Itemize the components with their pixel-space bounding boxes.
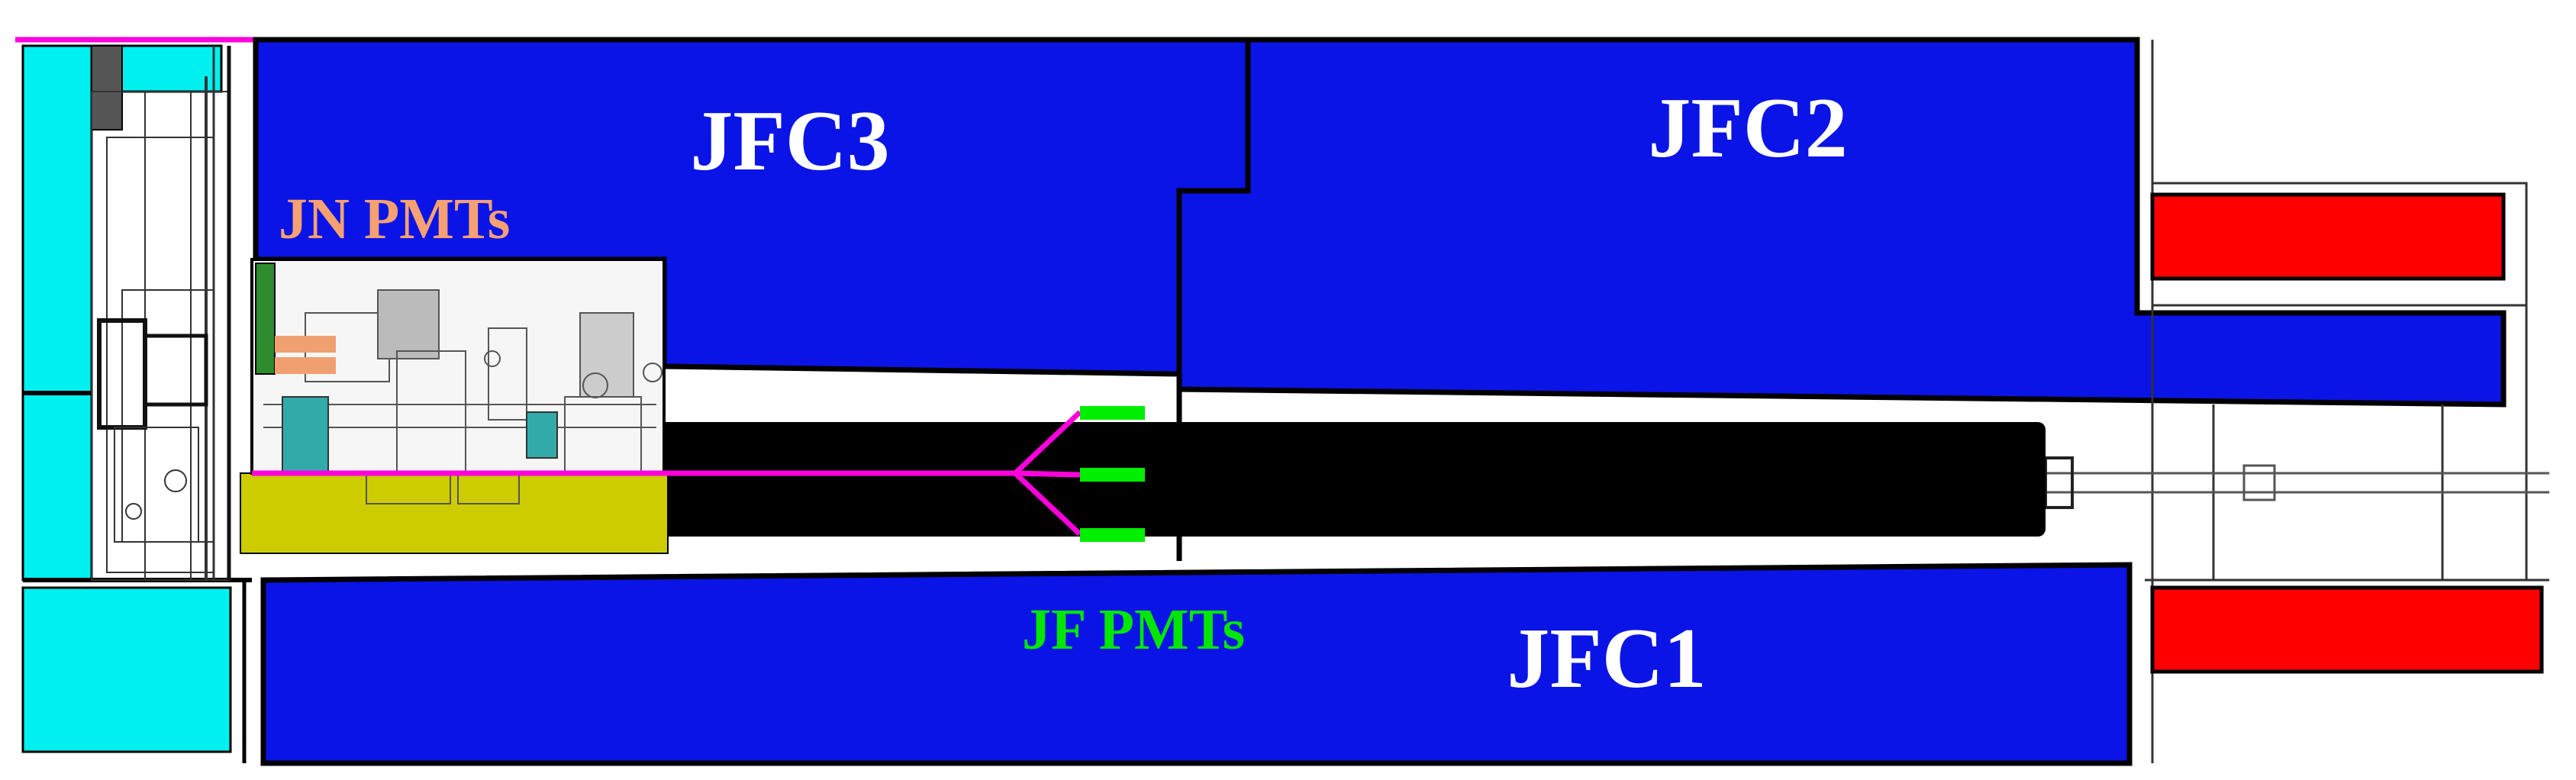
black-detector-bar bbox=[641, 422, 2046, 537]
left-shield-blocks bbox=[21, 44, 252, 753]
jfc2-label: JFC2 bbox=[1648, 81, 1847, 176]
jn-pmt-dark-green bbox=[255, 263, 276, 375]
red-block-upper bbox=[2150, 192, 2506, 281]
jfc1-label: JFC1 bbox=[1507, 611, 1706, 706]
jf-pmt-1 bbox=[1080, 406, 1145, 420]
cyan-block-lower bbox=[21, 586, 232, 753]
beam-pipe bbox=[2044, 456, 2549, 509]
jn-pmts-label: JN PMTs bbox=[279, 187, 510, 251]
jfc1-block bbox=[260, 562, 2133, 766]
jf-pmt-2 bbox=[1080, 468, 1145, 482]
jn-pmt-assembly bbox=[250, 258, 666, 504]
jfc2-block bbox=[1176, 37, 2507, 408]
cyan-block-upper bbox=[21, 44, 93, 582]
magenta-fanout bbox=[252, 410, 1082, 537]
hatched-panel bbox=[91, 45, 123, 131]
jn-pmt-copper-2 bbox=[275, 357, 336, 374]
yellow-base bbox=[240, 472, 669, 554]
left-mechanical-assembly bbox=[91, 46, 231, 581]
jf-pmts-label: JF PMTs bbox=[1022, 598, 1245, 662]
jf-pmt-3 bbox=[1080, 528, 1145, 542]
jfc3-label: JFC3 bbox=[690, 94, 889, 189]
jn-pmt-copper-1 bbox=[275, 336, 336, 353]
red-block-lower bbox=[2150, 585, 2544, 674]
